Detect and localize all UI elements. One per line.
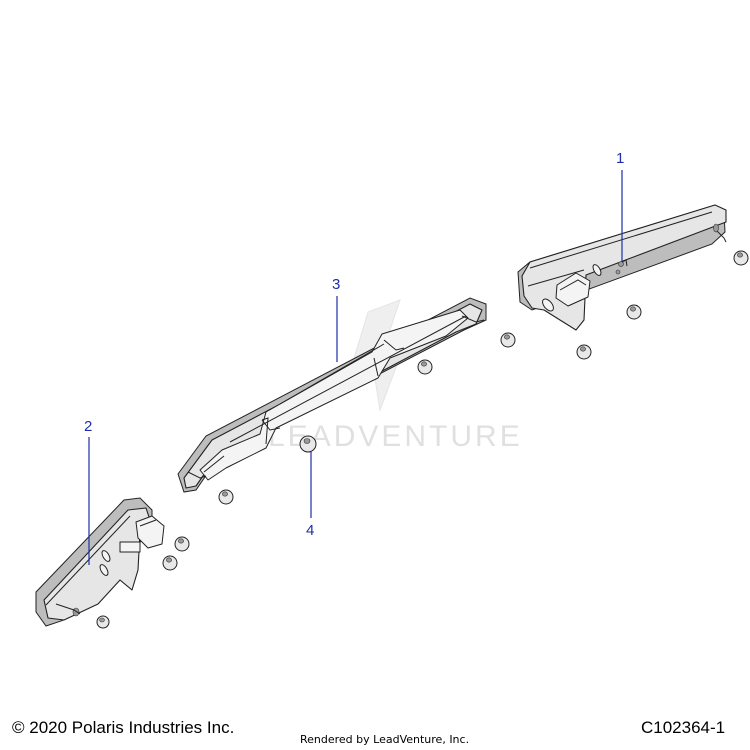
nut-part-4 bbox=[299, 435, 317, 453]
taillight-left bbox=[35, 497, 165, 627]
callout-label: 2 bbox=[84, 418, 92, 435]
leadventure-watermark: LEADVENTURE bbox=[268, 299, 520, 453]
callout-label: 3 bbox=[332, 276, 340, 293]
nut-set bbox=[96, 250, 749, 629]
callout-label: 4 bbox=[306, 522, 314, 539]
callout-1: 1 bbox=[616, 150, 624, 262]
callout-2: 2 bbox=[84, 418, 92, 565]
callout-3: 3 bbox=[332, 276, 340, 362]
rendered-by-text: Rendered by LeadVenture, Inc. bbox=[300, 733, 470, 746]
light-bar bbox=[177, 297, 487, 493]
callout-label: 1 bbox=[616, 150, 624, 167]
figure-id: C102364-1 bbox=[641, 718, 726, 737]
callout-4: 4 bbox=[306, 452, 314, 539]
copyright-text: © 2020 Polaris Industries Inc. bbox=[12, 718, 235, 737]
